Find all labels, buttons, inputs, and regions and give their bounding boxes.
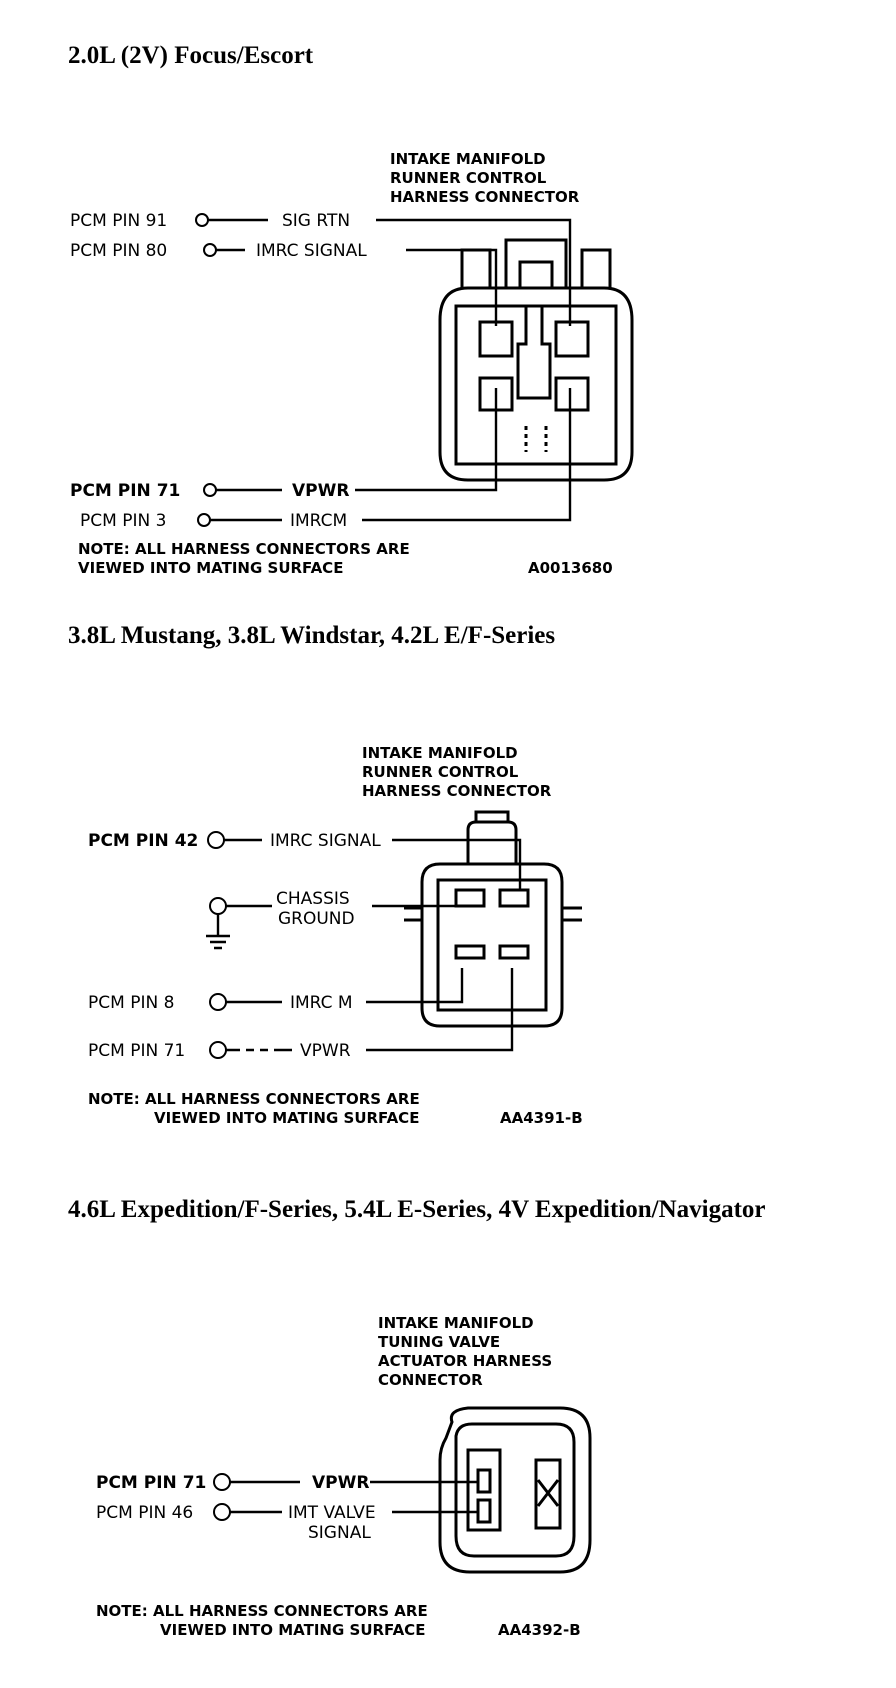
wires bbox=[208, 218, 572, 522]
pin-terminal-icon bbox=[209, 897, 227, 915]
pcm-pin-label: PCM PIN 91 bbox=[70, 211, 167, 231]
pcm-pin-label: PCM PIN 42 bbox=[88, 831, 198, 851]
pin-terminal-icon bbox=[203, 483, 217, 497]
signal-label: IMRC SIGNAL bbox=[270, 831, 381, 851]
connector-label-line: HARNESS CONNECTOR bbox=[362, 782, 552, 800]
pin-terminal-icon bbox=[213, 1503, 231, 1521]
pcm-pin-label: PCM PIN 3 bbox=[80, 511, 166, 531]
pcm-pin-label: PCM PIN 8 bbox=[88, 993, 174, 1013]
wire bbox=[210, 388, 572, 522]
wire bbox=[226, 968, 464, 1004]
connector-label-line: INTAKE MANIFOLD bbox=[378, 1314, 534, 1332]
pin-terminal-icon bbox=[213, 1473, 231, 1491]
wire bbox=[226, 968, 514, 1052]
pcm-pin-label: PCM PIN 71 bbox=[70, 481, 180, 501]
wire bbox=[208, 218, 572, 326]
pin-terminal-icon bbox=[209, 993, 227, 1011]
section-title: 3.8L Mustang, 3.8L Windstar, 4.2L E/F-Se… bbox=[68, 622, 556, 649]
connector-label: INTAKE MANIFOLD TUNING VALVE ACTUATOR HA… bbox=[378, 1314, 552, 1389]
pcm-labels: PCM PIN 71 PCM PIN 46 bbox=[96, 1473, 206, 1523]
wires bbox=[230, 1480, 478, 1514]
pin-terminals bbox=[207, 831, 227, 1059]
connector-label: INTAKE MANIFOLD RUNNER CONTROL HARNESS C… bbox=[390, 150, 580, 206]
connector-label-line: ACTUATOR HARNESS bbox=[378, 1352, 552, 1370]
connector-label-line: TUNING VALVE bbox=[378, 1333, 500, 1351]
note-line: VIEWED INTO MATING SURFACE bbox=[160, 1621, 425, 1639]
signal-label: IMRC SIGNAL bbox=[256, 241, 367, 261]
signal-label: VPWR bbox=[312, 1473, 369, 1493]
connector-label-line: RUNNER CONTROL bbox=[362, 763, 519, 781]
note-line: VIEWED INTO MATING SURFACE bbox=[154, 1109, 419, 1127]
connector-label-line: RUNNER CONTROL bbox=[390, 169, 547, 187]
signal-label: VPWR bbox=[300, 1041, 351, 1061]
signal-label: IMRC M bbox=[290, 993, 353, 1013]
pin-terminal-icon bbox=[203, 243, 217, 257]
signal-label: GROUND bbox=[278, 909, 355, 929]
signal-label: SIGNAL bbox=[308, 1523, 371, 1543]
harness-connector-icon bbox=[404, 810, 582, 1028]
figure-code: AA4392-B bbox=[498, 1621, 581, 1639]
ground-icon bbox=[206, 914, 230, 950]
signal-label: IMT VALVE bbox=[288, 1503, 376, 1523]
pin-terminal-icon bbox=[195, 213, 209, 227]
note: NOTE: ALL HARNESS CONNECTORS ARE VIEWED … bbox=[78, 540, 410, 577]
pcm-pin-label: PCM PIN 80 bbox=[70, 241, 167, 261]
connector-label: INTAKE MANIFOLD RUNNER CONTROL HARNESS C… bbox=[362, 744, 552, 800]
wire bbox=[216, 248, 498, 326]
wire bbox=[216, 388, 498, 492]
figure-code: AA4391-B bbox=[500, 1109, 583, 1127]
signal-label: SIG RTN bbox=[282, 211, 350, 231]
pcm-pin-label: PCM PIN 46 bbox=[96, 1503, 193, 1523]
note-line: NOTE: ALL HARNESS CONNECTORS ARE bbox=[88, 1090, 420, 1108]
pcm-labels: PCM PIN 42 PCM PIN 8 PCM PIN 71 bbox=[88, 831, 198, 1061]
harness-connector-icon bbox=[438, 1406, 592, 1574]
signal-labels: VPWR IMT VALVE SIGNAL bbox=[288, 1473, 376, 1543]
pin-terminal-icon bbox=[209, 1041, 227, 1059]
harness-connector-icon bbox=[438, 238, 634, 482]
signal-label: IMRCM bbox=[290, 511, 347, 531]
signal-label: CHASSIS bbox=[276, 889, 350, 909]
note-line: VIEWED INTO MATING SURFACE bbox=[78, 559, 343, 577]
note-line: NOTE: ALL HARNESS CONNECTORS ARE bbox=[96, 1602, 428, 1620]
pin-terminals bbox=[213, 1473, 231, 1521]
signal-labels: SIG RTN IMRC SIGNAL VPWR IMRCM bbox=[256, 211, 367, 531]
pcm-pin-label: PCM PIN 71 bbox=[88, 1041, 185, 1061]
imt-valve-wiring-diagram: INTAKE MANIFOLD TUNING VALVE ACTUATOR HA… bbox=[96, 1314, 592, 1639]
pin-terminal-icon bbox=[197, 513, 211, 527]
section-title: 4.6L Expedition/F-Series, 5.4L E-Series,… bbox=[68, 1196, 766, 1223]
imrc-wiring-diagram-38l: INTAKE MANIFOLD RUNNER CONTROL HARNESS C… bbox=[88, 744, 583, 1127]
figure-code: A0013680 bbox=[528, 559, 613, 577]
signal-labels: IMRC SIGNAL CHASSIS GROUND IMRC M VPWR bbox=[270, 831, 381, 1061]
note: NOTE: ALL HARNESS CONNECTORS ARE VIEWED … bbox=[96, 1602, 428, 1639]
pin-terminal-icon bbox=[207, 831, 225, 849]
note-line: NOTE: ALL HARNESS CONNECTORS ARE bbox=[78, 540, 410, 558]
connector-label-line: INTAKE MANIFOLD bbox=[362, 744, 518, 762]
connector-label-line: CONNECTOR bbox=[378, 1371, 483, 1389]
pcm-pin-label: PCM PIN 71 bbox=[96, 1473, 206, 1493]
note: NOTE: ALL HARNESS CONNECTORS ARE VIEWED … bbox=[88, 1090, 420, 1127]
imrc-wiring-diagram-2l: INTAKE MANIFOLD RUNNER CONTROL HARNESS C… bbox=[70, 150, 634, 577]
pin-terminals bbox=[195, 213, 217, 527]
wire bbox=[224, 838, 522, 890]
connector-label-line: HARNESS CONNECTOR bbox=[390, 188, 580, 206]
pcm-labels: PCM PIN 91 PCM PIN 80 PCM PIN 71 PCM PIN… bbox=[70, 211, 180, 531]
connector-label-line: INTAKE MANIFOLD bbox=[390, 150, 546, 168]
wires bbox=[224, 838, 522, 1052]
signal-label: VPWR bbox=[292, 481, 349, 501]
section-title: 2.0L (2V) Focus/Escort bbox=[68, 42, 314, 69]
